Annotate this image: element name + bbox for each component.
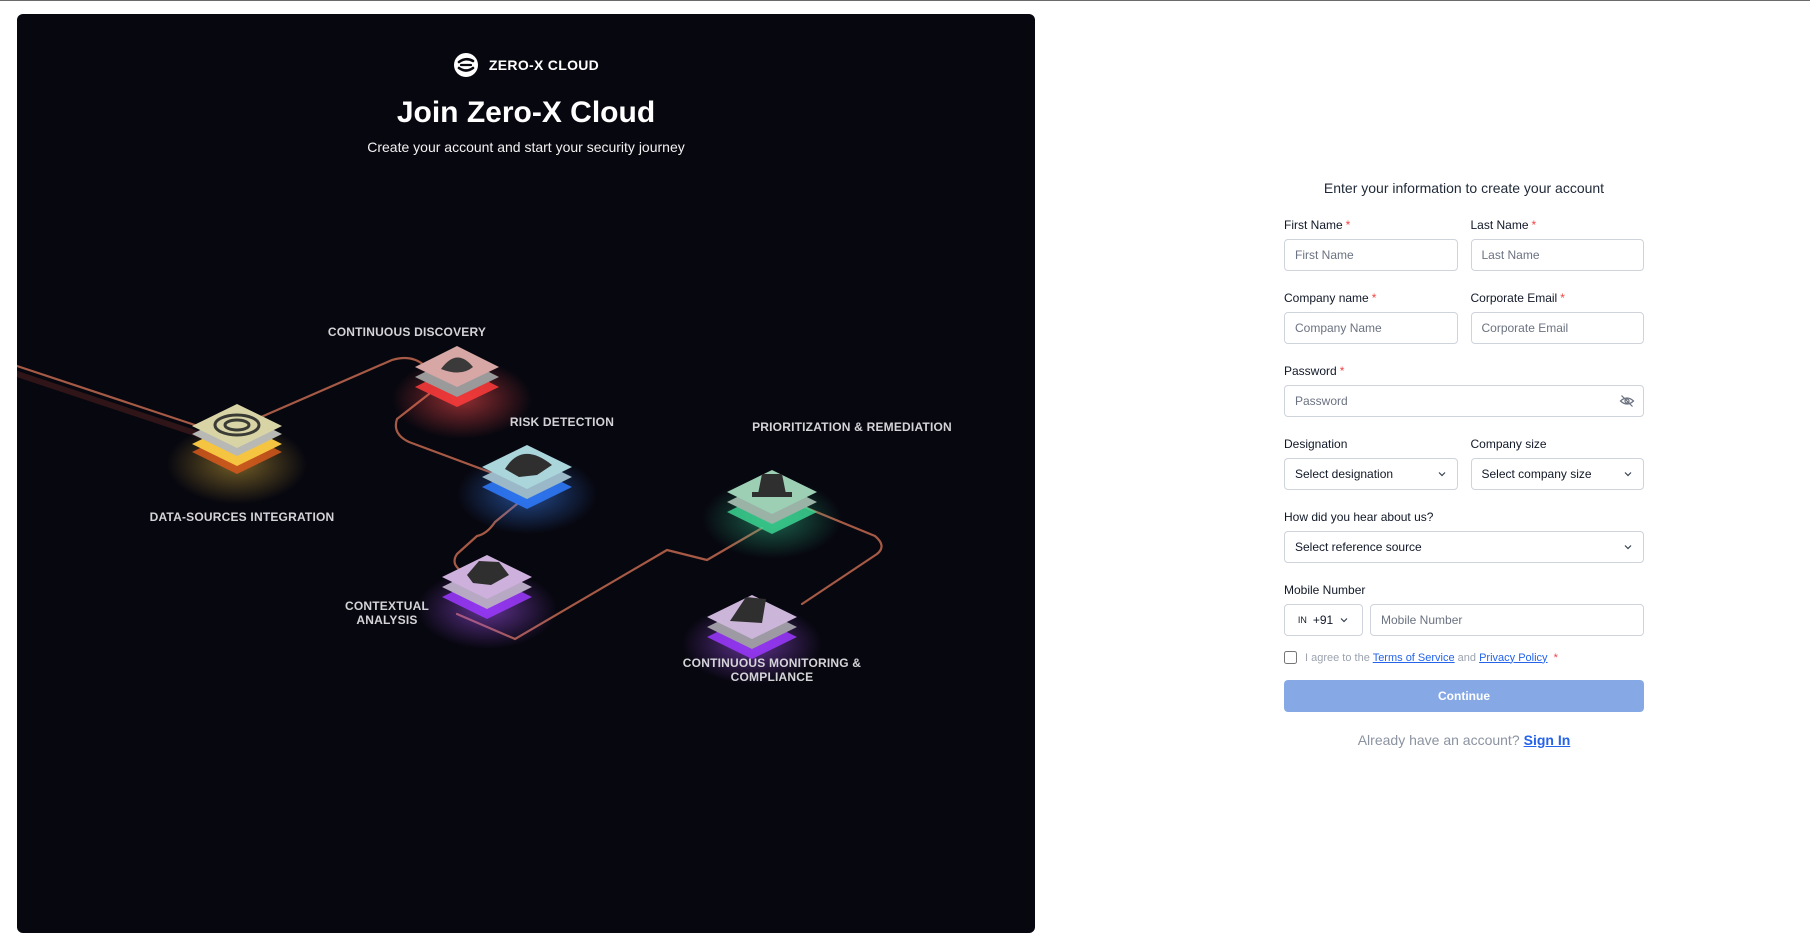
country-code-select[interactable]: IN +91 [1284, 604, 1363, 636]
designation-select[interactable]: Select designation [1284, 458, 1458, 490]
chevron-down-icon [1438, 472, 1445, 477]
top-divider [0, 0, 1810, 1]
chevron-down-icon [1624, 472, 1632, 477]
terms-row: I agree to the Terms of Service and Priv… [1284, 651, 1644, 664]
stage-label-data-sources: DATA-SOURCES INTEGRATION [149, 510, 335, 524]
password-row: Password* [1284, 364, 1644, 417]
tile-monitoring [707, 595, 797, 659]
eye-off-icon[interactable] [1619, 393, 1635, 409]
zero-x-logo-icon [453, 53, 478, 77]
chevron-down-icon [1340, 618, 1348, 623]
company-name-field: Company name* [1284, 291, 1458, 344]
brand: ZERO-X CLOUD [17, 52, 1035, 78]
designation-label: Designation [1284, 437, 1348, 451]
name-row: First Name* Last Name* [1284, 218, 1644, 271]
mobile-input[interactable] [1370, 604, 1644, 636]
corporate-email-field: Corporate Email* [1470, 291, 1644, 344]
reference-select[interactable]: Select reference source [1284, 531, 1644, 563]
continue-button[interactable]: Continue [1284, 680, 1644, 712]
designation-field: Designation Select designation [1284, 437, 1458, 490]
first-name-field: First Name* [1284, 218, 1458, 271]
hero-title: Join Zero-X Cloud [396, 96, 656, 129]
last-name-input[interactable] [1470, 239, 1644, 271]
stage-label-prioritization: PRIORITIZATION & REMEDIATION [752, 420, 952, 434]
signin-link[interactable]: Sign In [1523, 732, 1571, 748]
privacy-policy-link[interactable]: Privacy Policy [1479, 651, 1548, 664]
corporate-email-label: Corporate Email* [1470, 291, 1565, 305]
tile-continuous-discovery [415, 346, 499, 407]
password-input[interactable] [1284, 385, 1644, 417]
tile-data-sources [192, 404, 282, 474]
stage-label-monitoring: CONTINUOUS MONITORING & COMPLIANCE [682, 656, 862, 684]
hero-panel: ZERO-X CLOUD Join Zero-X Cloud Create yo… [17, 14, 1035, 933]
designation-row: Designation Select designation Company s… [1284, 437, 1644, 490]
tile-prioritization [727, 470, 817, 534]
form-heading: Enter your information to create your ac… [1323, 180, 1605, 196]
stage-label-contextual-analysis: CONTEXTUAL ANALYSIS [345, 599, 429, 627]
mobile-row: IN +91 [1284, 604, 1644, 636]
reference-field: How did you hear about us? Select refere… [1284, 510, 1644, 563]
stage-label-continuous-discovery: CONTINUOUS DISCOVERY [327, 325, 487, 339]
password-box [1284, 385, 1644, 417]
company-size-field: Company size Select company size [1470, 437, 1644, 490]
hero-subtitle: Create your account and start your secur… [367, 139, 685, 155]
last-name-field: Last Name* [1470, 218, 1644, 271]
brand-name: ZERO-X CLOUD [488, 57, 600, 73]
last-name-label: Last Name* [1470, 218, 1537, 232]
terms-checkbox[interactable] [1284, 651, 1297, 664]
corporate-email-input[interactable] [1470, 312, 1644, 344]
tile-risk-detection [482, 445, 572, 509]
first-name-input[interactable] [1284, 239, 1458, 271]
company-size-label: Company size [1470, 437, 1547, 451]
reference-row: How did you hear about us? Select refere… [1284, 510, 1644, 563]
company-name-label: Company name* [1284, 291, 1377, 305]
password-label: Password* [1284, 364, 1345, 378]
terms-of-service-link[interactable]: Terms of Service [1372, 651, 1455, 664]
reference-value: Select reference source [1295, 540, 1422, 554]
company-row: Company name* Corporate Email* [1284, 291, 1644, 344]
signin-row: Already have an account?Sign In [1284, 732, 1644, 748]
stage-label-risk-detection: RISK DETECTION [509, 415, 615, 429]
password-field: Password* [1284, 364, 1644, 417]
signin-prompt: Already have an account? [1357, 732, 1520, 748]
company-size-value: Select company size [1481, 467, 1592, 481]
country-code: +91 [1312, 613, 1334, 627]
company-size-select[interactable]: Select company size [1470, 458, 1644, 490]
mobile-label: Mobile Number [1284, 583, 1366, 597]
workflow-illustration [17, 346, 883, 684]
country-flag: IN [1297, 615, 1307, 625]
mobile-field: Mobile Number IN +91 [1284, 583, 1644, 636]
company-name-input[interactable] [1284, 312, 1458, 344]
signup-form: Enter your information to create your ac… [1284, 180, 1644, 748]
reference-label: How did you hear about us? [1284, 510, 1434, 524]
chevron-down-icon [1624, 545, 1632, 550]
first-name-label: First Name* [1284, 218, 1351, 232]
designation-value: Select designation [1295, 467, 1394, 481]
tile-contextual-analysis [442, 555, 532, 619]
terms-text: I agree to the Terms of Service and Priv… [1305, 651, 1558, 664]
